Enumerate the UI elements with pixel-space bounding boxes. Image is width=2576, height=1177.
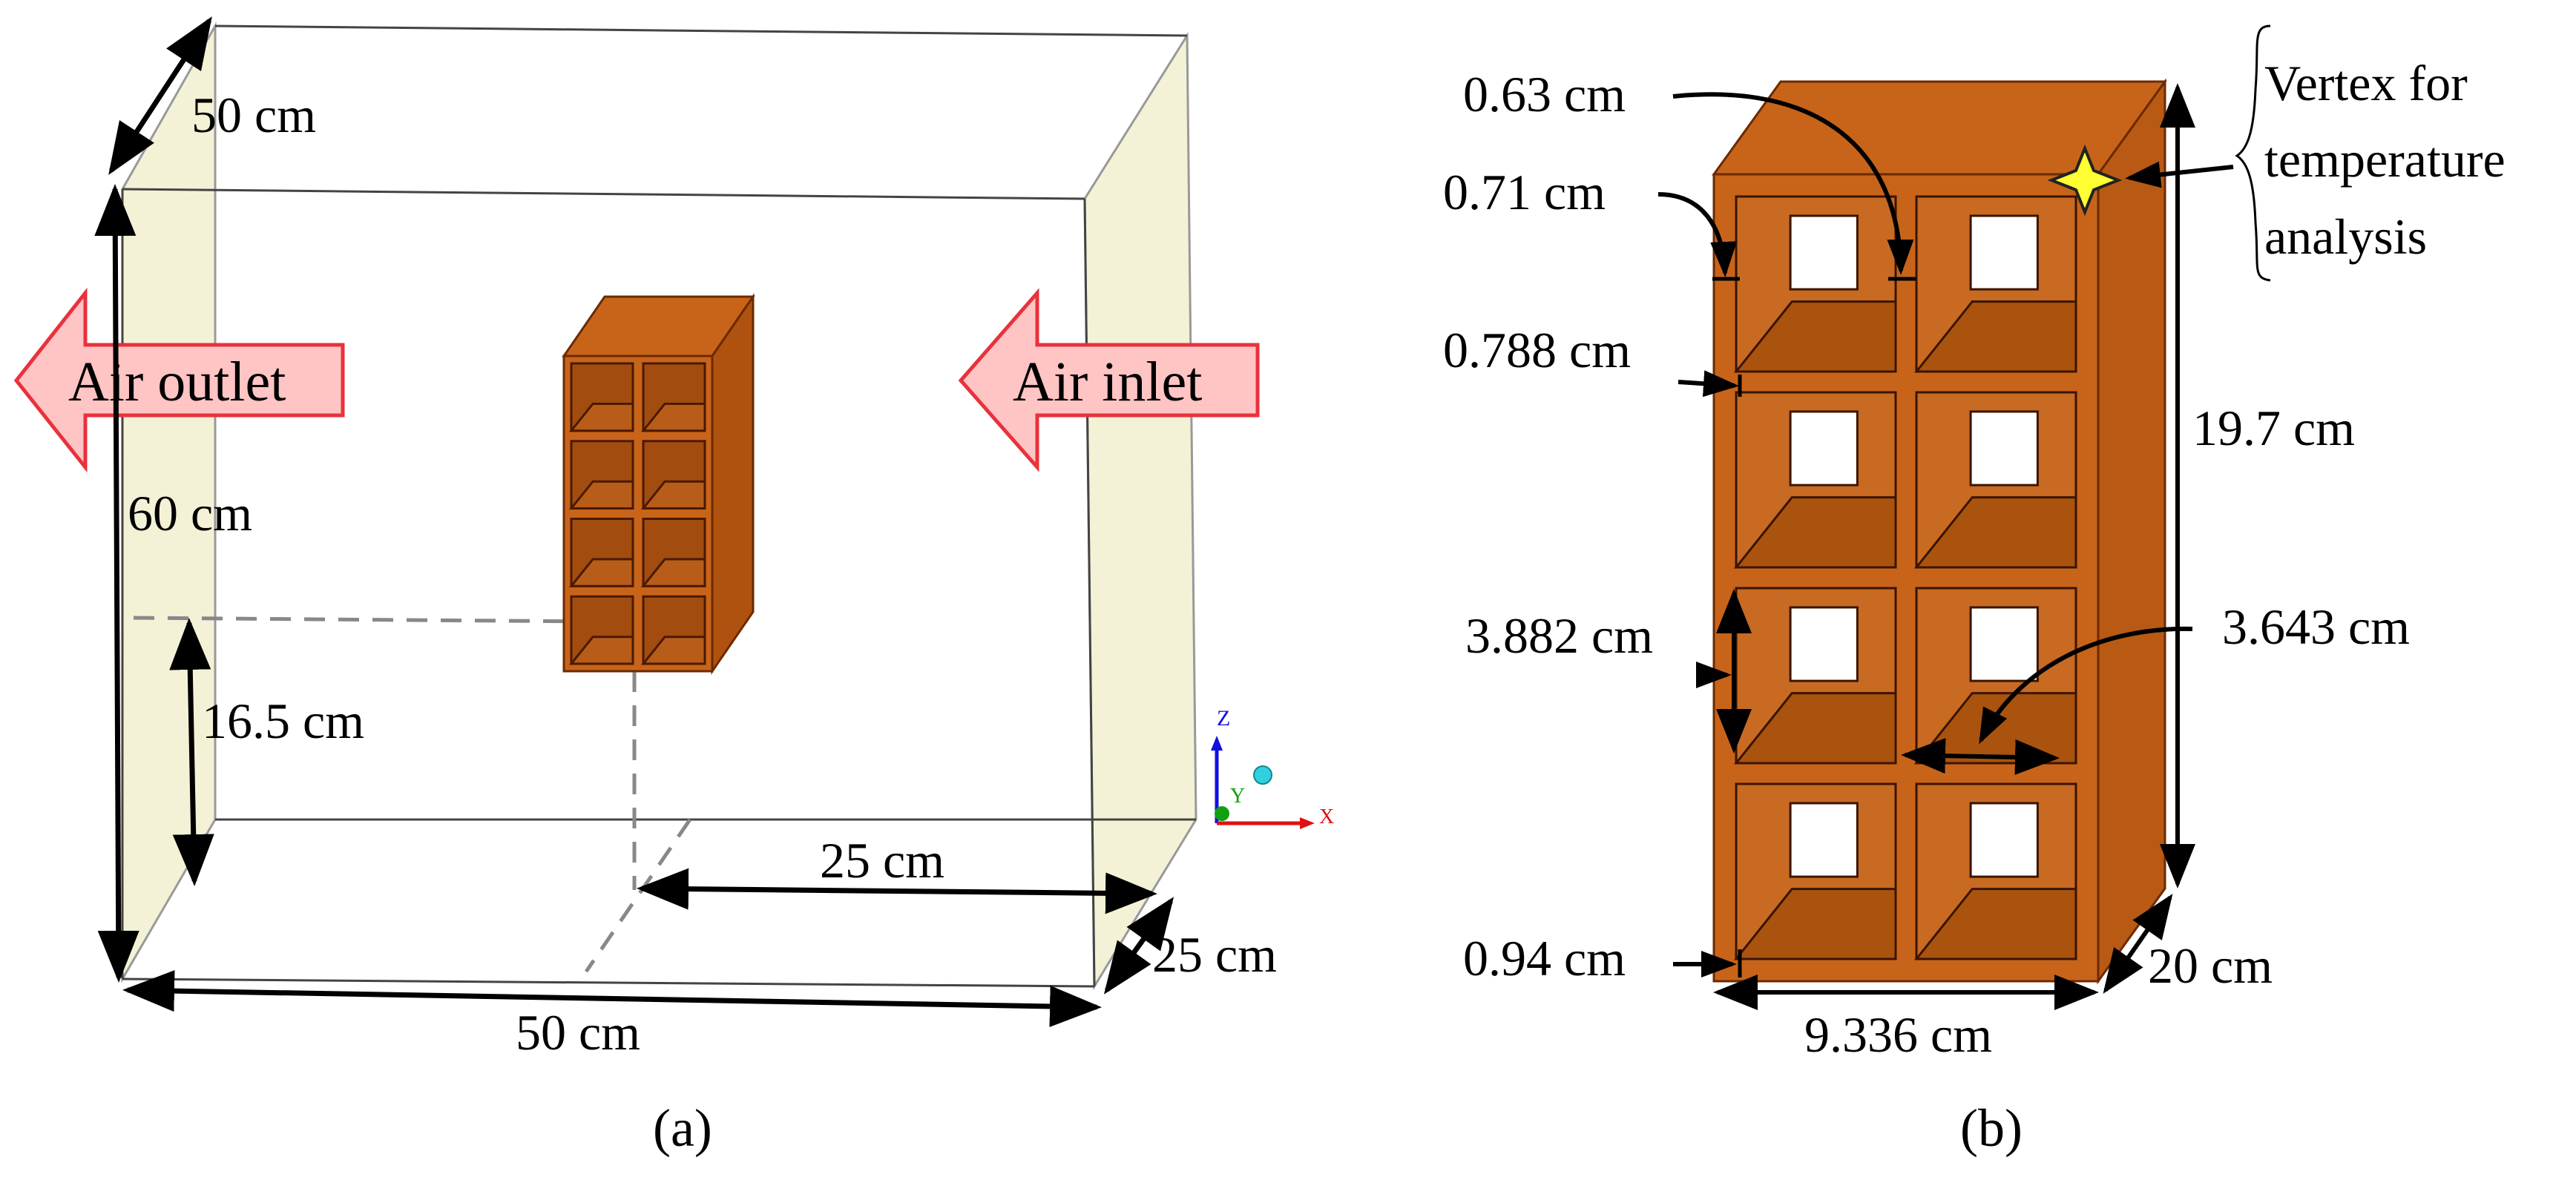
dim-depth-b-label: 20 cm — [2148, 937, 2273, 994]
brick-cell-floor — [1733, 692, 1897, 765]
brick-cell-opening — [1969, 606, 2039, 682]
dim-3882-label: 3.882 cm — [1465, 607, 1653, 664]
brick-cell-floor — [1913, 496, 2077, 569]
leader-063 — [1672, 92, 1914, 275]
brick-cell-opening — [1789, 214, 1859, 291]
dim-x-offset-label: 25 cm — [820, 832, 944, 888]
leader-3643 — [1979, 626, 2193, 745]
vertex-label-line-3: analysis — [2264, 208, 2427, 265]
brick-cell-floor — [568, 636, 634, 665]
brick-cell-floor — [640, 636, 706, 665]
brick-cell-floor — [1733, 496, 1897, 569]
brick-cell-floor — [1733, 888, 1897, 960]
axes-triad: Z Y X — [1211, 706, 1334, 829]
brick-cell-floor — [568, 402, 634, 432]
dim-071-label: 0.71 cm — [1443, 164, 1606, 220]
dim-width-b-label: 9.336 cm — [1804, 1006, 1992, 1063]
brick-cell-floor — [1733, 300, 1897, 373]
dim-height-b-label: 19.7 cm — [2192, 400, 2355, 456]
brick-cell-opening — [1969, 214, 2039, 291]
dim-height-line — [94, 184, 139, 983]
brick-cell-floor — [640, 480, 706, 510]
brick-cell-opening — [1789, 606, 1859, 682]
vertex-label-line-2: temperature — [2264, 131, 2506, 188]
dim-width-line — [122, 970, 1102, 1027]
inlet-wall — [1083, 31, 1197, 991]
brick-cell-floor — [1913, 888, 2077, 960]
caption-b: (b) — [1960, 1098, 2023, 1158]
dim-height-label: 60 cm — [128, 485, 252, 541]
brick-cell-floor — [640, 402, 706, 432]
air-inlet-arrow: Air inlet — [958, 288, 1260, 472]
air-outlet-label: Air outlet — [68, 351, 286, 413]
brick-cell-floor — [640, 558, 706, 587]
brick-cell-opening — [1969, 410, 2039, 487]
dim-063-label: 0.63 cm — [1463, 66, 1626, 122]
brick-cell-opening — [1789, 802, 1859, 878]
panel-a: Air outlet Air inlet 50 cm 60 cm 16.5 cm… — [13, 16, 1334, 1158]
brick-cell-opening — [1789, 410, 1859, 487]
brick-cell-floor — [568, 480, 634, 510]
brick-cell-floor — [568, 558, 634, 587]
axis-z-label: Z — [1217, 706, 1230, 731]
leader-vertex — [2125, 161, 2234, 188]
axis-y-label: Y — [1230, 785, 1245, 808]
brick-small — [562, 293, 755, 675]
dim-depth-top-label: 50 cm — [191, 87, 316, 143]
dim-y-offset-label: 25 cm — [1152, 926, 1277, 983]
dim-width-label: 50 cm — [516, 1004, 640, 1061]
brick-cell-floor — [1913, 300, 2077, 373]
dim-3643-line — [1901, 738, 2060, 775]
dim-0788-label: 0.788 cm — [1443, 322, 1631, 378]
dim-x-offset-line — [637, 868, 1157, 914]
dim-depth-top-line — [108, 16, 212, 175]
dim-3643-label: 3.643 cm — [2222, 599, 2410, 655]
brick-cell-opening — [1969, 802, 2039, 878]
air-inlet-label: Air inlet — [1013, 351, 1202, 413]
dim-elevation-label: 16.5 cm — [202, 693, 364, 749]
dim-depth-b-line — [2103, 894, 2173, 994]
panel-b: 0.63 cm 0.71 cm 0.788 cm 3.882 cm 0.94 c… — [1443, 24, 2506, 1158]
vertex-label-line-1: Vertex for — [2264, 55, 2468, 111]
leader-0788 — [1678, 370, 1739, 398]
axis-x-label: X — [1319, 805, 1334, 828]
brick-large — [1712, 78, 2167, 985]
dim-y-offset-line — [1103, 897, 1174, 995]
leader-071 — [1657, 192, 1738, 277]
vertex-brace — [2235, 24, 2271, 282]
dim-elevation-line — [169, 618, 214, 886]
caption-a: (a) — [653, 1098, 712, 1158]
vertex-star — [2047, 144, 2123, 217]
dim-094-label: 0.94 cm — [1463, 930, 1626, 986]
